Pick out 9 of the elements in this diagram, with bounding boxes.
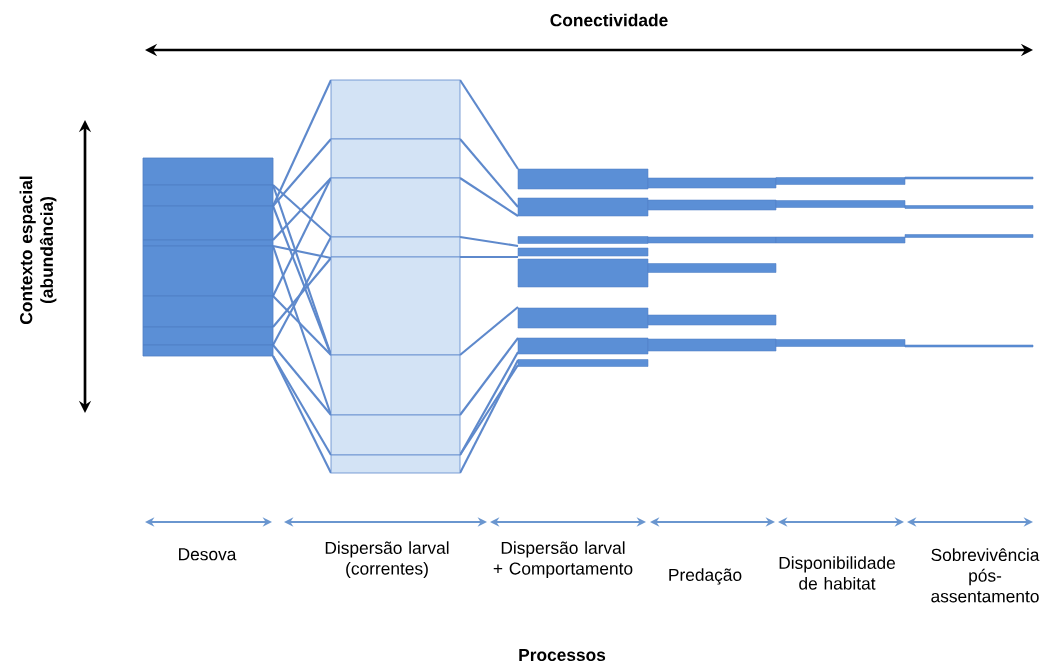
- process-label: Disponibilidade de habitat: [779, 556, 895, 590]
- axis-label: Contexto espacial (abundância): [19, 176, 57, 324]
- axis-label: Processos: [519, 648, 606, 662]
- process-label: Dispersão larval (correntes): [325, 541, 449, 579]
- process-label: Sobrevivência pós-assentamento: [931, 548, 1040, 603]
- process-label: Predação: [669, 568, 742, 585]
- process-label: Dispersão larval + Comportamento: [493, 541, 633, 579]
- process-label: Desova: [179, 548, 237, 561]
- axis-label: Conectividade: [550, 13, 668, 27]
